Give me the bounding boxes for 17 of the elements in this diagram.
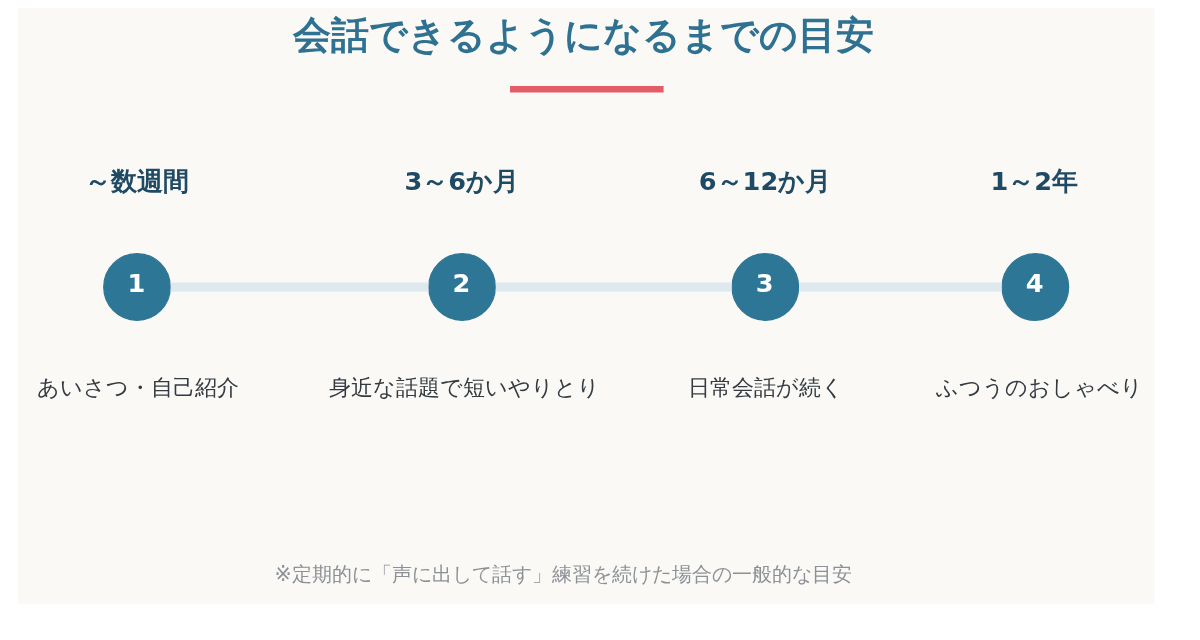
caption: ※定期的に「声に出して話す」練習を続けた場合の一般的な目安: [274, 562, 852, 587]
node-label: 1～2年: [990, 165, 1079, 196]
node-label: あいさつ・自己紹介: [37, 374, 240, 400]
node-label: 日常会話が続く: [687, 374, 844, 400]
connector: [495, 282, 732, 292]
diagram-title: 会話できるようになるまでの目安: [293, 11, 875, 57]
node-label: 6～12か月: [698, 165, 832, 196]
connector: [799, 282, 1002, 292]
node-circle: 2: [428, 253, 496, 321]
connector: [170, 282, 429, 292]
node-circle: 4: [1001, 253, 1070, 321]
node-label: 3～6か月: [404, 165, 520, 196]
node-circle: 1: [103, 253, 171, 321]
node-label: ふつうのおしゃべり: [935, 374, 1143, 400]
node-label: 身近な話題で短いやりとり: [328, 374, 600, 400]
node-label: ～数週間: [84, 165, 189, 196]
node-circle: 3: [731, 253, 800, 321]
